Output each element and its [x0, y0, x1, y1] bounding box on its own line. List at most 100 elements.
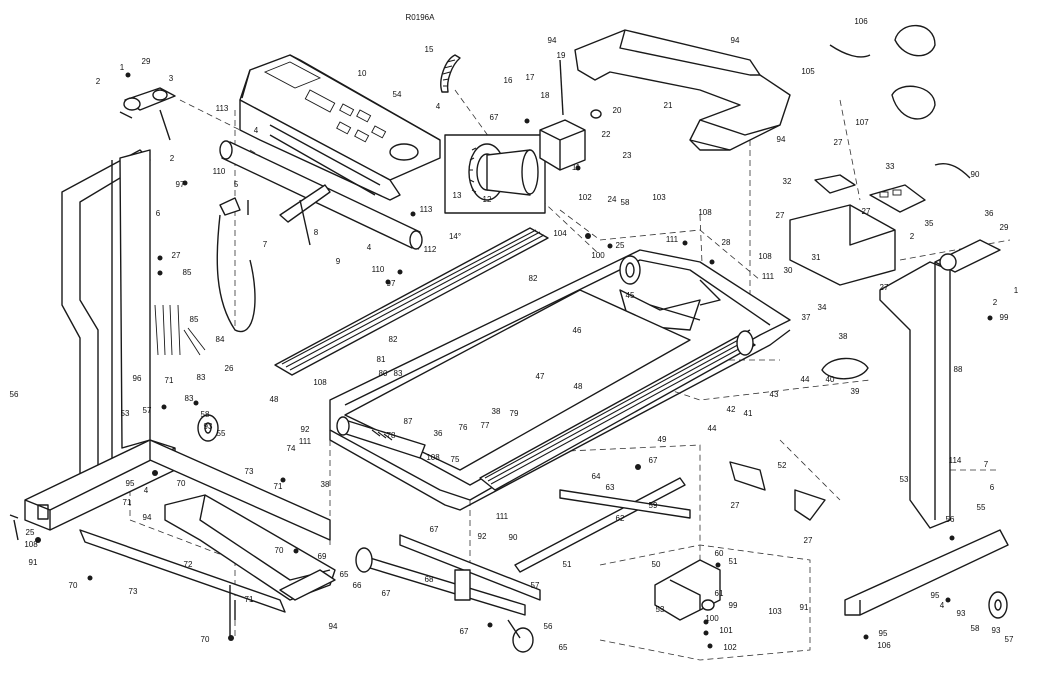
part-callout-73: 73 — [245, 467, 254, 476]
part-callout-R0196A: R0196A — [406, 13, 436, 22]
motor-bracket — [539, 59, 602, 171]
part-callout-16: 16 — [504, 76, 513, 85]
part-callout-2: 2 — [96, 77, 101, 86]
part-callout-64: 64 — [592, 472, 601, 481]
part-callout-91: 91 — [29, 558, 38, 567]
part-callout-99: 99 — [729, 601, 738, 610]
part-callout-3: 3 — [169, 74, 174, 83]
part-callout-104: 104 — [553, 229, 567, 238]
part-callout-40: 40 — [826, 375, 835, 384]
part-callout-29: 29 — [1000, 223, 1009, 232]
left-upright — [9, 149, 176, 541]
part-callout-108: 108 — [426, 453, 440, 462]
part-callout-2: 2 — [993, 298, 998, 307]
part-callout-4: 4 — [436, 102, 441, 111]
flywheel-pulley — [619, 255, 641, 285]
part-callout-61: 61 — [715, 589, 724, 598]
part-callout-59: 59 — [649, 501, 658, 510]
part-callout-8: 8 — [314, 228, 319, 237]
part-callout-71: 71 — [245, 595, 254, 604]
part-callout-72: 72 — [184, 560, 193, 569]
part-callout-83: 83 — [197, 373, 206, 382]
motor-controller-boards — [789, 174, 926, 286]
part-callout-27: 27 — [880, 283, 889, 292]
bolt-kit — [154, 304, 206, 356]
part-callout-94: 94 — [731, 36, 740, 45]
part-callout-46: 46 — [573, 326, 582, 335]
part-callout-44: 44 — [801, 375, 810, 384]
part-callout-7: 7 — [984, 460, 989, 469]
part-callout-20: 20 — [613, 106, 622, 115]
part-callout-111: 111 — [762, 272, 775, 281]
part-callout-36: 36 — [985, 209, 994, 218]
part-callout-103: 103 — [768, 607, 782, 616]
part-callout-96: 96 — [133, 374, 142, 383]
part-callout-67: 67 — [382, 589, 391, 598]
part-callout-14°: 14° — [449, 232, 461, 241]
part-callout-10: 10 — [358, 69, 367, 78]
part-callout-114: 114 — [949, 456, 962, 465]
part-callout-38: 38 — [839, 332, 848, 341]
part-callout-58: 58 — [201, 410, 210, 419]
part-callout-34: 34 — [818, 303, 827, 312]
part-callout-51: 51 — [563, 560, 572, 569]
part-callout-94: 94 — [329, 622, 338, 631]
part-callout-54: 54 — [393, 90, 402, 99]
part-callout-12: 12 — [483, 195, 492, 204]
part-callout-9: 9 — [336, 257, 341, 266]
part-callout-29: 29 — [142, 57, 151, 66]
part-callout-4: 4 — [144, 486, 149, 495]
part-callout-108: 108 — [24, 540, 38, 549]
part-callout-1: 1 — [1014, 286, 1019, 295]
handle-cap-left — [119, 87, 176, 141]
part-callout-84: 84 — [216, 335, 225, 344]
deck-brackets — [729, 461, 826, 521]
part-callout-58: 58 — [621, 198, 630, 207]
part-callout-41: 41 — [744, 409, 753, 418]
part-callout-60: 60 — [715, 549, 724, 558]
power-cords — [821, 24, 971, 380]
console — [239, 54, 441, 201]
part-callout-69: 69 — [318, 552, 327, 561]
part-callout-95: 95 — [879, 629, 888, 638]
part-callout-28: 28 — [722, 238, 731, 247]
part-callout-110: 110 — [372, 265, 385, 274]
part-callout-5: 5 — [234, 180, 239, 189]
part-callout-17: 17 — [526, 73, 535, 82]
part-callout-100: 100 — [591, 251, 605, 260]
console-bracket — [219, 184, 331, 246]
part-callout-63: 63 — [606, 483, 615, 492]
rear-support-tubes — [514, 477, 691, 573]
part-callout-71: 71 — [274, 482, 283, 491]
part-callout-74: 74 — [287, 444, 296, 453]
front-roller — [479, 330, 756, 491]
part-callout-92: 92 — [478, 532, 487, 541]
part-callout-92: 92 — [301, 425, 310, 434]
part-callout-56: 56 — [10, 390, 19, 399]
part-callout-6: 6 — [156, 209, 161, 218]
part-callout-26: 26 — [225, 364, 234, 373]
part-callout-18: 18 — [541, 91, 550, 100]
part-callout-95: 95 — [126, 479, 135, 488]
part-callout-82: 82 — [389, 335, 398, 344]
part-callout-50: 50 — [652, 560, 661, 569]
part-callout-51: 51 — [729, 557, 738, 566]
part-callout-27: 27 — [776, 211, 785, 220]
incline-frame — [79, 439, 336, 640]
part-callout-112: 112 — [424, 245, 437, 254]
part-callout-71: 71 — [165, 376, 174, 385]
part-callout-67: 67 — [649, 456, 658, 465]
part-callout-27: 27 — [862, 207, 871, 216]
part-callout-11: 11 — [572, 163, 581, 172]
part-callout-42: 42 — [727, 405, 736, 414]
part-callout-107: 107 — [855, 118, 869, 127]
part-callout-35: 35 — [925, 219, 934, 228]
part-callout-4: 4 — [367, 243, 372, 252]
part-callout-2: 2 — [170, 154, 175, 163]
part-callout-113: 113 — [216, 104, 229, 113]
part-callout-93: 93 — [992, 626, 1001, 635]
part-callout-56: 56 — [946, 515, 955, 524]
part-callout-90: 90 — [971, 170, 980, 179]
part-callout-24: 24 — [608, 195, 617, 204]
